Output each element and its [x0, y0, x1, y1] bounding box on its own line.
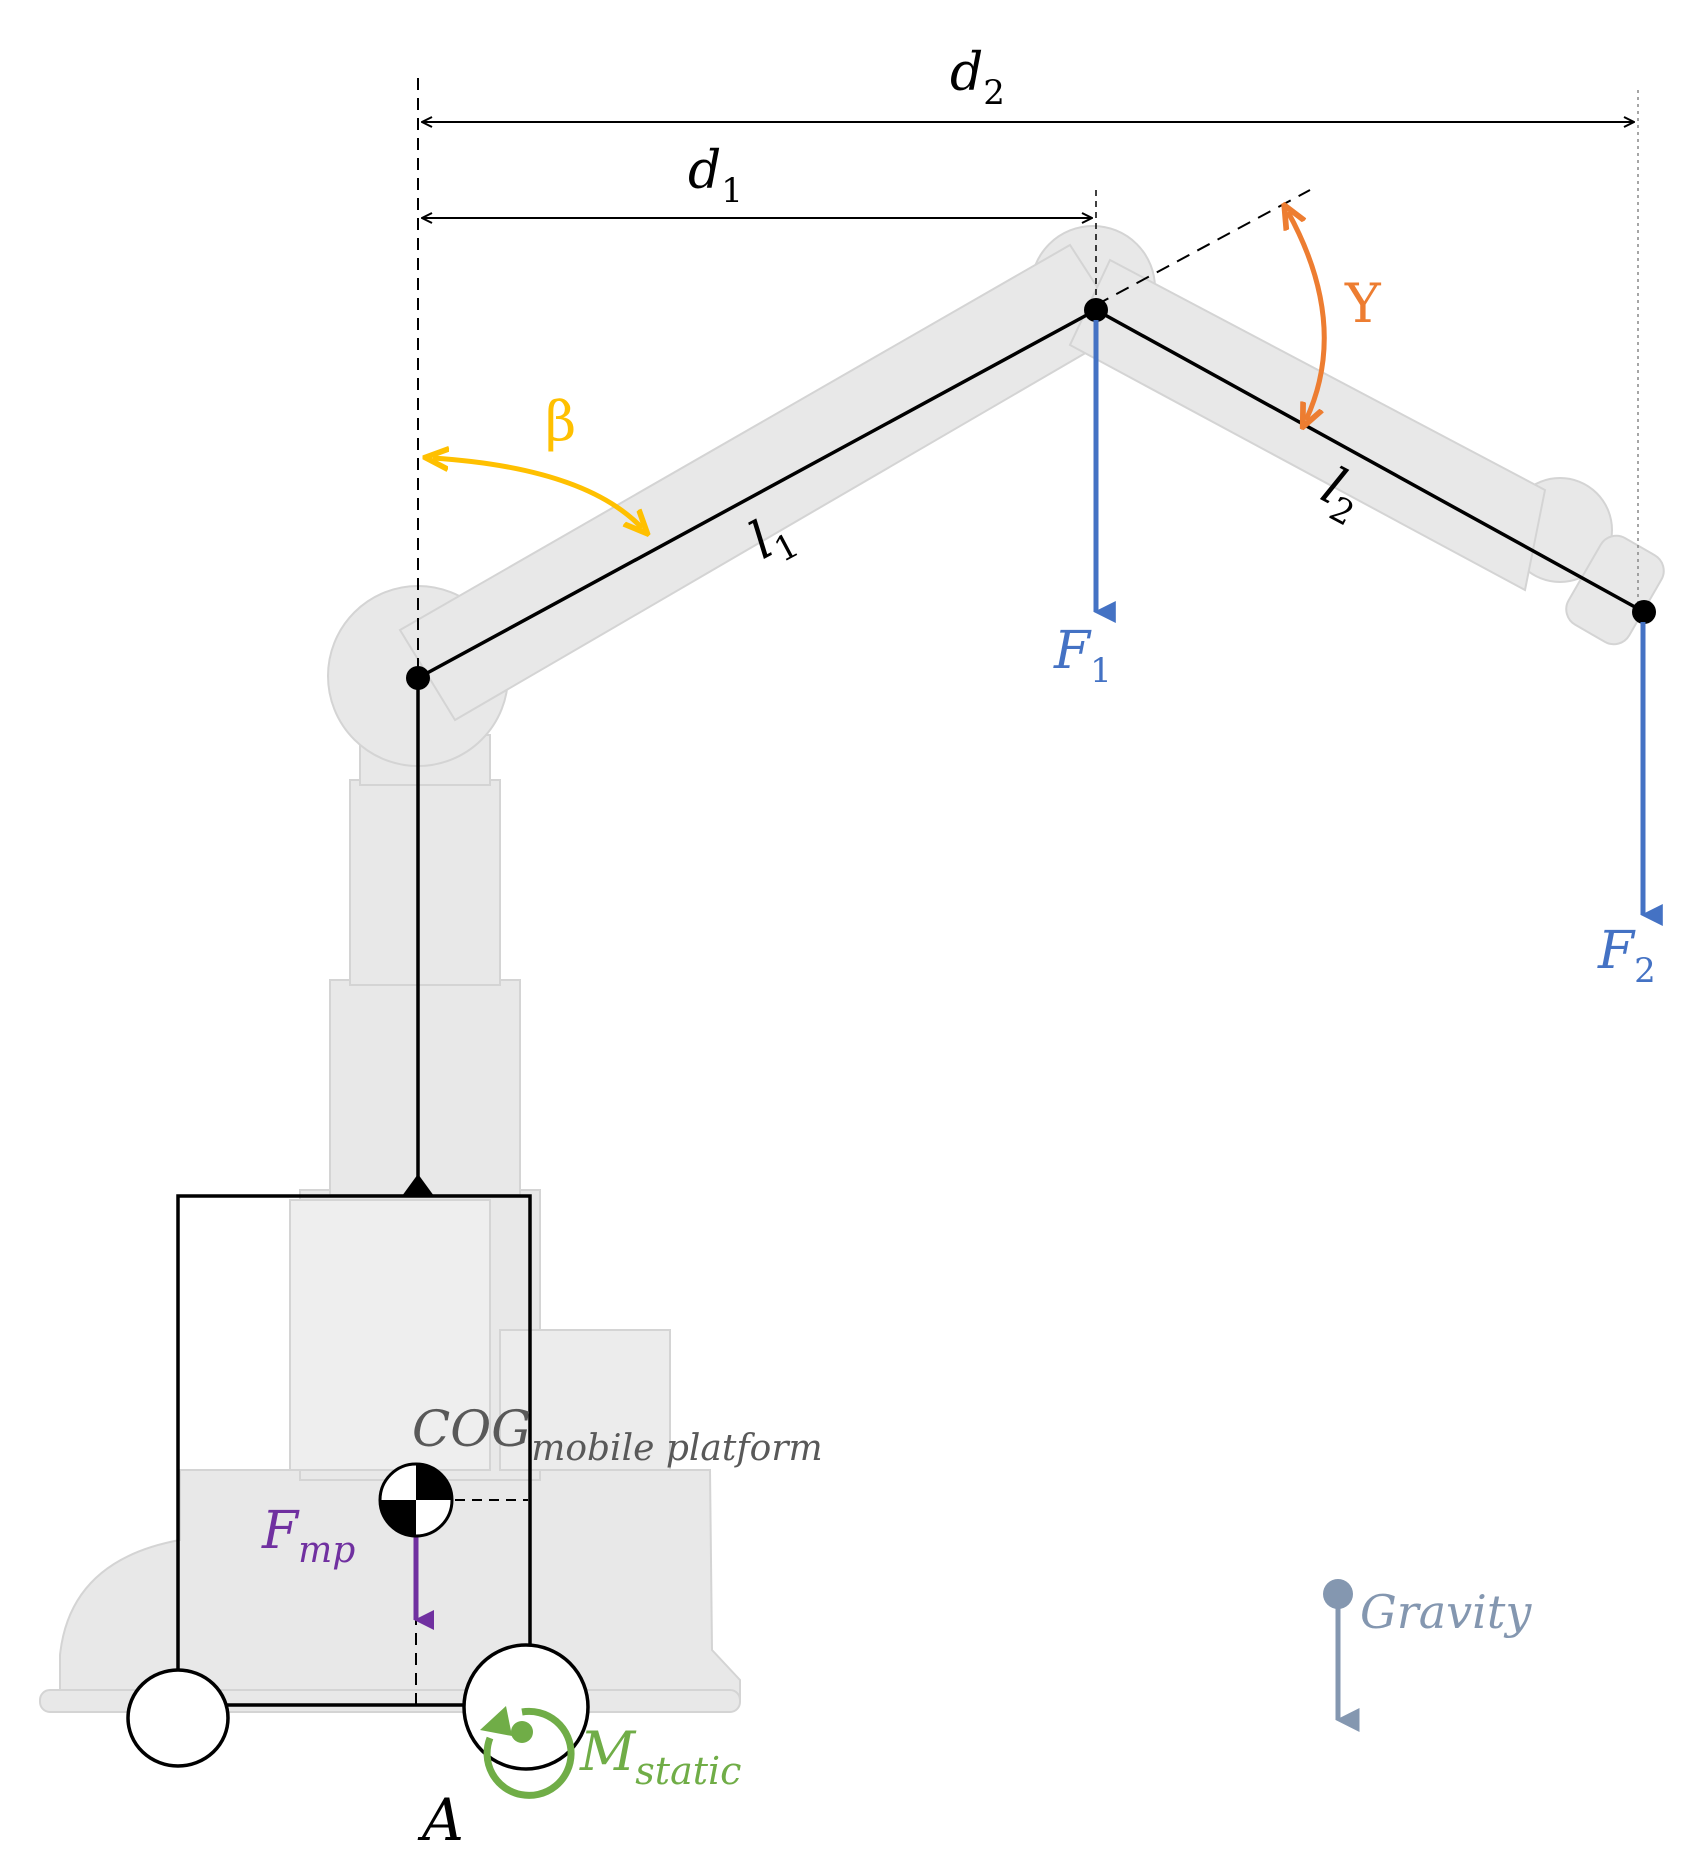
dimensions — [422, 122, 1634, 218]
link-l1 — [417, 308, 1097, 680]
center-of-gravity-icon — [378, 1462, 454, 1538]
mobile-platform — [126, 1194, 590, 1771]
upper-arm-extension-line — [1095, 189, 1311, 306]
forces — [413, 320, 1663, 1732]
base-joint-triangle — [402, 1174, 434, 1196]
gravity-icon — [1323, 1579, 1353, 1609]
base-body-ghost — [59, 1469, 741, 1701]
column-upper-ghost — [349, 779, 501, 986]
cabinet-ghost — [289, 1199, 491, 1471]
cog-label: COGmobile platform — [412, 1400, 823, 1469]
front-wheel — [462, 1643, 590, 1771]
gamma-label: Υ — [1344, 272, 1382, 335]
shoulder-joint — [406, 666, 430, 690]
gamma-angle-arrow — [1288, 212, 1327, 420]
d1-label: d1 — [688, 141, 743, 211]
kinematic-chain — [416, 308, 1645, 1190]
elbow-joint — [1084, 298, 1108, 322]
fmp-label: Fmp — [261, 1501, 355, 1571]
platform-frame — [176, 1194, 532, 1707]
mstatic-label: Mstatic — [579, 1720, 741, 1793]
f1-label: F1 — [1053, 621, 1112, 691]
upper-arm-ghost — [398, 243, 1127, 722]
link-l2 — [1095, 308, 1645, 614]
moment-arrow-icon — [480, 1706, 575, 1799]
robot-silhouette — [39, 225, 1665, 1713]
d2-label: d2 — [950, 43, 1005, 113]
gravity-label: Gravity — [1360, 1585, 1532, 1639]
f2-label: F2 — [1597, 921, 1656, 991]
end-effector-joint — [1632, 600, 1656, 624]
beta-angle-arrow — [433, 458, 642, 528]
column-middle-ghost — [329, 979, 521, 1196]
beta-label: β — [545, 390, 576, 453]
point-a-label: A — [417, 1786, 464, 1854]
rear-wheel — [126, 1668, 230, 1768]
